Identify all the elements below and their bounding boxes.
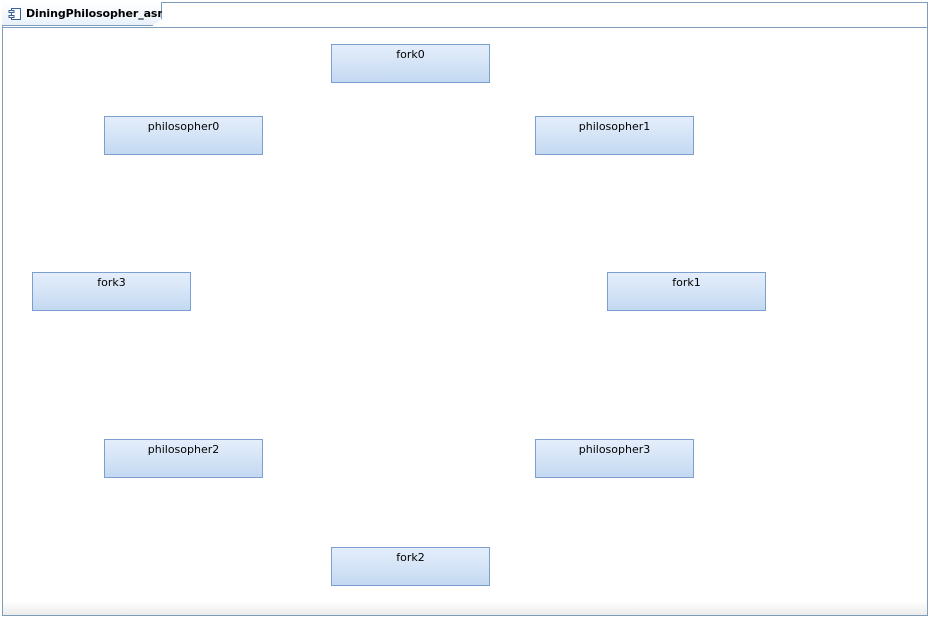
node-fork0[interactable]: fork0 <box>331 44 490 83</box>
diagram-title: DiningPhilosopher_asm <box>26 7 169 20</box>
node-fork2[interactable]: fork2 <box>331 547 490 586</box>
node-philosopher3[interactable]: philosopher3 <box>535 439 694 478</box>
node-label: philosopher3 <box>578 443 651 456</box>
node-label: fork3 <box>97 276 126 289</box>
node-fork1[interactable]: fork1 <box>607 272 766 311</box>
node-philosopher2[interactable]: philosopher2 <box>104 439 263 478</box>
node-label: philosopher2 <box>147 443 220 456</box>
diagram-title-tab[interactable]: DiningPhilosopher_asm <box>2 2 162 26</box>
node-label: philosopher1 <box>578 120 651 133</box>
node-philosopher1[interactable]: philosopher1 <box>535 116 694 155</box>
node-label: fork1 <box>672 276 701 289</box>
component-icon <box>8 7 21 20</box>
title-tab-divider <box>2 27 928 28</box>
node-label: philosopher0 <box>147 120 220 133</box>
node-label: fork0 <box>396 48 425 61</box>
node-label: fork2 <box>396 551 425 564</box>
node-fork3[interactable]: fork3 <box>32 272 191 311</box>
node-philosopher0[interactable]: philosopher0 <box>104 116 263 155</box>
canvas-bottom-shade <box>3 601 927 615</box>
